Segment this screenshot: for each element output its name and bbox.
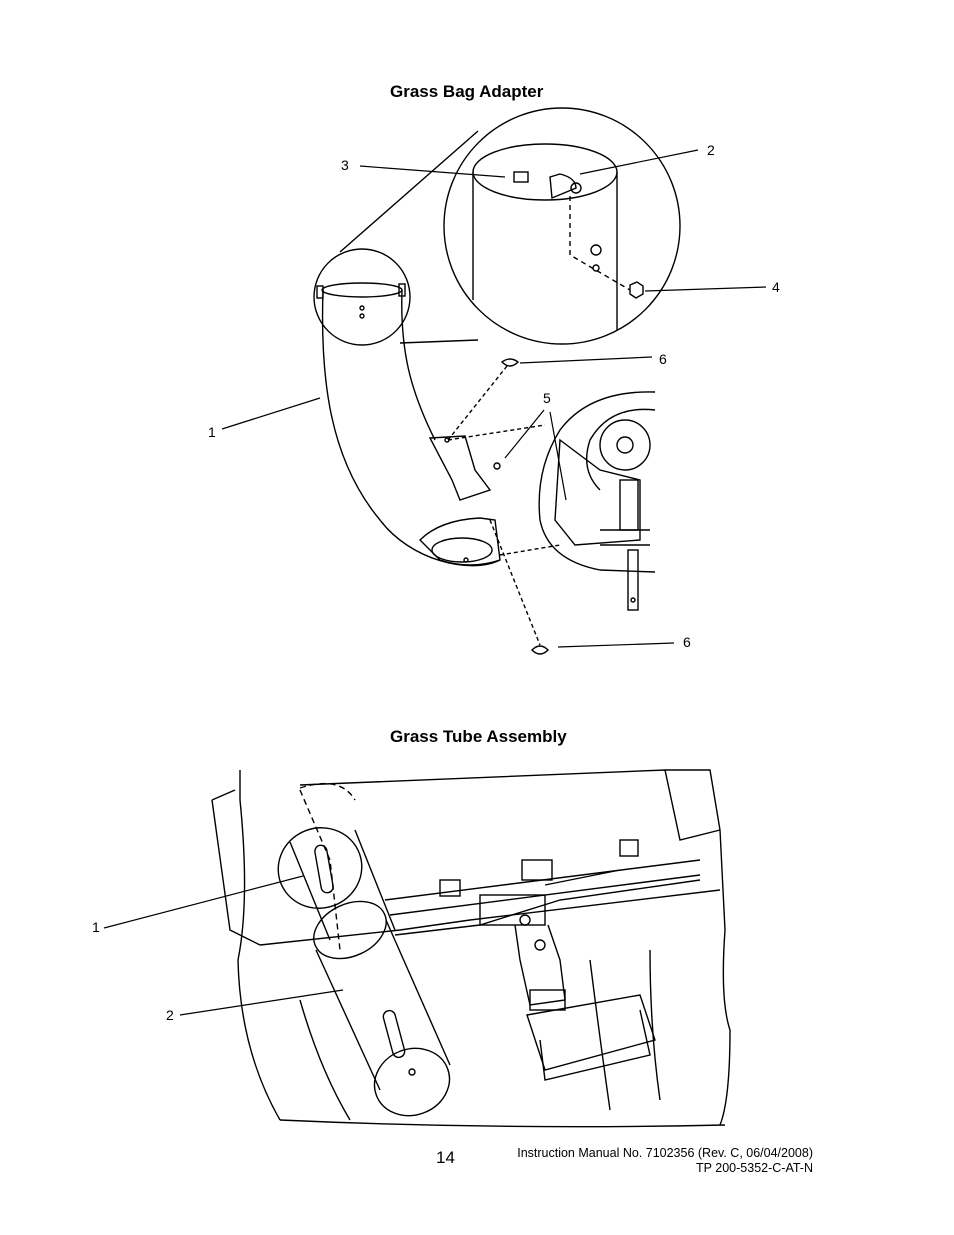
wing-nut-top: [500, 358, 520, 367]
callout-3: 3: [341, 157, 349, 173]
figure-title-grass-tube-assembly: Grass Tube Assembly: [390, 727, 567, 746]
callout-6-bottom: 6: [683, 634, 691, 650]
detail-zoom-circle: [443, 107, 681, 345]
tube-callout-2: 2: [166, 1007, 174, 1023]
callout-1: 1: [208, 424, 216, 440]
manual-number: Instruction Manual No. 7102356 (Rev. C, …: [517, 1146, 813, 1160]
callout-6-top: 6: [659, 351, 667, 367]
tube-2-end: [373, 1047, 451, 1117]
tube-1-end: [277, 827, 363, 909]
callout-2: 2: [707, 142, 715, 158]
callout-5: 5: [543, 390, 551, 406]
tube-top-circle: [313, 248, 411, 346]
tube-callout-1: 1: [92, 919, 100, 935]
footer-document-info: Instruction Manual No. 7102356 (Rev. C, …: [517, 1146, 813, 1176]
wing-nut-bottom: [531, 645, 549, 655]
callout-4: 4: [772, 279, 780, 295]
page-number: 14: [436, 1148, 455, 1167]
figure-title-grass-bag-adapter: Grass Bag Adapter: [390, 82, 544, 101]
tp-number: TP 200-5352-C-AT-N: [696, 1161, 813, 1175]
